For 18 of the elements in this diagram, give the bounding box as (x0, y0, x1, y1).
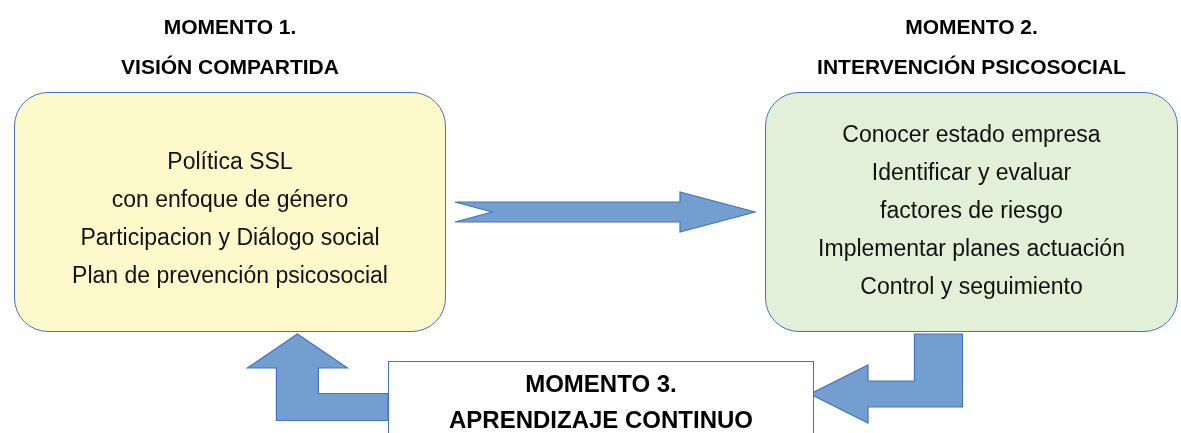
block-arrow (245, 333, 389, 422)
moment-heading: INTERVENCIÓN PSICOSOCIAL (817, 54, 1126, 80)
step-text: Participacion y Diálogo social (80, 223, 380, 252)
moment-heading: MOMENTO 1. (163, 14, 297, 40)
moment-heading: APRENDIZAJE CONTINUO (449, 405, 753, 433)
block-arrow (454, 191, 758, 233)
step-text: Plan de prevención psicosocial (72, 261, 388, 290)
process-box (388, 361, 814, 433)
step-text: Control y seguimiento (860, 272, 1083, 301)
moment-heading: MOMENTO 3. (525, 369, 677, 399)
step-text: Conocer estado empresa (842, 120, 1101, 149)
step-text: factores de riesgo (880, 196, 1063, 225)
step-text: Política SSL (167, 147, 293, 176)
moment-heading: VISIÓN COMPARTIDA (121, 54, 339, 80)
step-text: Identificar y evaluar (871, 158, 1072, 187)
step-text: con enfoque de género (111, 185, 349, 214)
step-text: Implementar planes actuación (818, 234, 1125, 263)
moment-heading: MOMENTO 2. (905, 14, 1038, 40)
